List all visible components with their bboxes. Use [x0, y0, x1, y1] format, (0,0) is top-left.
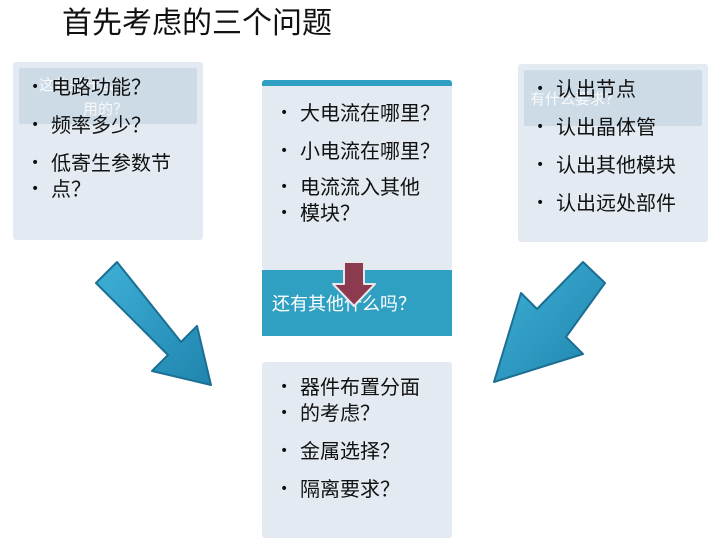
right-box: 有什么要求？ 认出节点 认出晶体管 认出其他模块 认出远处部件 — [518, 64, 708, 242]
list-item: 器件布置分面 — [274, 374, 420, 400]
list-item: 金属选择？ — [274, 438, 420, 464]
left-box: 这些是什么 用的？ 电路功能？ 频率多少？ 低寄生参数节 点？ — [13, 62, 203, 240]
left-box-list: 电路功能？ 频率多少？ 低寄生参数节 点？ — [25, 74, 171, 202]
center-box: 大电流在哪里？ 小电流在哪里？ 电流流入其他 模块？ — [262, 80, 452, 270]
arrow-down-left-icon — [493, 261, 606, 383]
right-box-list: 认出节点 认出晶体管 认出其他模块 认出远处部件 — [530, 76, 676, 216]
center-box-list: 大电流在哪里？ 小电流在哪里？ 电流流入其他 模块？ — [274, 100, 440, 226]
list-item: 电路功能？ — [25, 74, 171, 100]
list-item-continuation: 点？ — [25, 176, 171, 202]
arrow-down-right-icon — [95, 261, 212, 386]
list-item-continuation: 的考虑？ — [274, 400, 420, 426]
bottom-box-list: 器件布置分面 的考虑？ 金属选择？ 隔离要求？ — [274, 374, 420, 502]
list-item: 频率多少？ — [25, 112, 171, 138]
list-item: 隔离要求？ — [274, 476, 420, 502]
list-item: 认出其他模块 — [530, 152, 676, 178]
list-item: 低寄生参数节 — [25, 150, 171, 176]
callout-text: 还有其他什么吗？ — [272, 294, 416, 315]
bottom-box: 器件布置分面 的考虑？ 金属选择？ 隔离要求？ — [262, 362, 452, 538]
list-item: 认出节点 — [530, 76, 676, 102]
list-item: 小电流在哪里？ — [274, 138, 440, 164]
list-item: 认出远处部件 — [530, 190, 676, 216]
arrow-down-icon — [332, 261, 376, 307]
list-item: 电流流入其他 — [274, 174, 440, 200]
list-item: 大电流在哪里？ — [274, 100, 440, 126]
page-title: 首先考虑的三个问题 — [62, 6, 332, 41]
list-item-continuation: 模块？ — [274, 200, 440, 226]
list-item: 认出晶体管 — [530, 114, 676, 140]
